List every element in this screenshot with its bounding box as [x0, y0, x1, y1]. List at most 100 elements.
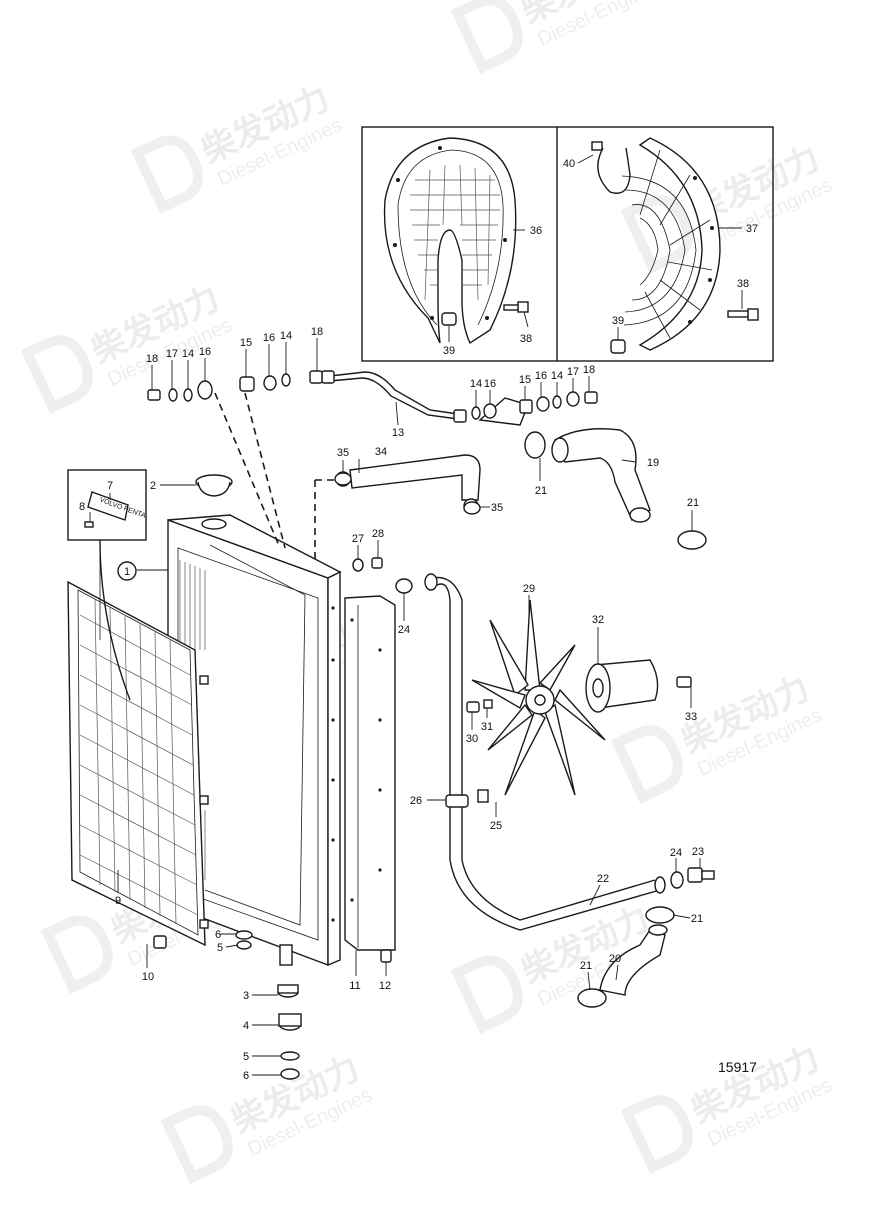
hose-clamp — [645, 906, 675, 924]
lower-hose — [424, 573, 666, 931]
part-label: 35 — [491, 502, 503, 514]
assembly-line — [214, 392, 281, 549]
leader-lines — [89, 154, 743, 1076]
part-label: 5 — [243, 1051, 249, 1063]
part-label: 36 — [530, 225, 542, 237]
label-circle — [117, 561, 137, 581]
part-label: 33 — [685, 711, 697, 723]
part-label: 26 — [410, 795, 422, 807]
fan — [471, 599, 606, 796]
drawing-number: 15917 — [718, 1059, 757, 1075]
part-label: 39 — [612, 315, 624, 327]
hose-clamp — [463, 501, 481, 515]
part-label: 1 — [124, 566, 130, 578]
part-label: 20 — [609, 953, 621, 965]
bolt — [727, 308, 759, 321]
part-label: 15 — [240, 337, 252, 349]
spacer-sleeve — [441, 312, 457, 326]
left-fitting-group — [147, 380, 213, 402]
part-label: 16 — [535, 370, 547, 382]
part-label: 17 — [567, 366, 579, 378]
part-label: 37 — [746, 223, 758, 235]
hose-clamp — [524, 431, 546, 459]
part-label: 4 — [243, 1020, 249, 1032]
inset-box — [361, 126, 774, 362]
fan-hub — [585, 659, 659, 713]
part-label: 19 — [647, 457, 659, 469]
part-label: 21 — [580, 960, 592, 972]
part-label: 14 — [551, 370, 563, 382]
part-label: 21 — [535, 485, 547, 497]
part-label: 14 — [280, 330, 292, 342]
part-label: 22 — [597, 873, 609, 885]
right-fitting-group — [471, 391, 598, 426]
clip-end — [591, 141, 603, 151]
part-label: 15 — [519, 374, 531, 386]
part-label: 25 — [490, 820, 502, 832]
part-label: 24 — [398, 624, 410, 636]
part-label: 38 — [520, 333, 532, 345]
grille — [67, 580, 209, 947]
part-label: 39 — [443, 345, 455, 357]
bolt-28 — [371, 557, 383, 569]
part-label: 10 — [142, 971, 154, 983]
hose-clamp — [334, 472, 352, 486]
radiator-cap — [195, 474, 233, 497]
part-label: 16 — [484, 378, 496, 390]
part-label: 6 — [243, 1070, 249, 1082]
spacer-sleeve — [610, 339, 626, 354]
part-label: 18 — [311, 326, 323, 338]
bolt-12 — [380, 949, 392, 963]
mid-fitting-group — [239, 370, 323, 392]
part-label: 31 — [481, 721, 493, 733]
retaining-clip — [597, 147, 631, 194]
part-label: 17 — [166, 348, 178, 360]
part-label: 35 — [337, 447, 349, 459]
part-label: 21 — [691, 913, 703, 925]
bolt-30 — [466, 701, 480, 713]
bolt — [503, 301, 529, 313]
part-label: 18 — [583, 364, 595, 376]
washer-27 — [352, 558, 364, 572]
part-label: 27 — [352, 533, 364, 545]
mounting-stack — [235, 930, 302, 1080]
fan-guard-cage — [621, 137, 721, 351]
part-label: 7 — [107, 480, 113, 492]
part-label: 29 — [523, 583, 535, 595]
part-labels: 1 2 3 4 5 5 6 6 7 8 9 10 11 12 13 14 14 … — [79, 158, 758, 1082]
assembly-line — [244, 392, 286, 549]
bolt-33 — [676, 676, 692, 688]
part-label: 12 — [379, 980, 391, 992]
part-label: 2 — [150, 480, 156, 492]
fan-guard-plate — [383, 137, 517, 345]
part-label: 16 — [263, 332, 275, 344]
part-label: 28 — [372, 528, 384, 540]
part-label: 14 — [182, 348, 194, 360]
part-label: 11 — [349, 980, 360, 992]
washer-31 — [483, 699, 493, 709]
part-label: 16 — [199, 346, 211, 358]
part-label: 24 — [670, 847, 682, 859]
hose-clamp — [577, 988, 607, 1008]
hose-clamp — [677, 530, 707, 550]
washer-24 — [395, 578, 413, 594]
part-label: 14 — [470, 378, 482, 390]
part-label: 38 — [737, 278, 749, 290]
part-label: 30 — [466, 733, 478, 745]
part-label: 23 — [692, 846, 704, 858]
upper-hose — [335, 454, 481, 514]
bolt-10 — [153, 935, 167, 949]
part-label: 3 — [243, 990, 249, 1002]
part-label: 18 — [146, 353, 158, 365]
vent-pipe — [321, 370, 467, 423]
part-label: 40 — [563, 158, 575, 170]
part-label: 21 — [687, 497, 699, 509]
part-label: 8 — [79, 501, 85, 513]
part-label: 32 — [592, 614, 604, 626]
part-label: 34 — [375, 446, 387, 458]
part-label: 9 — [115, 895, 121, 907]
part-label: 6 — [215, 929, 221, 941]
drain-fitting — [670, 867, 715, 889]
hose-19 — [551, 428, 651, 523]
